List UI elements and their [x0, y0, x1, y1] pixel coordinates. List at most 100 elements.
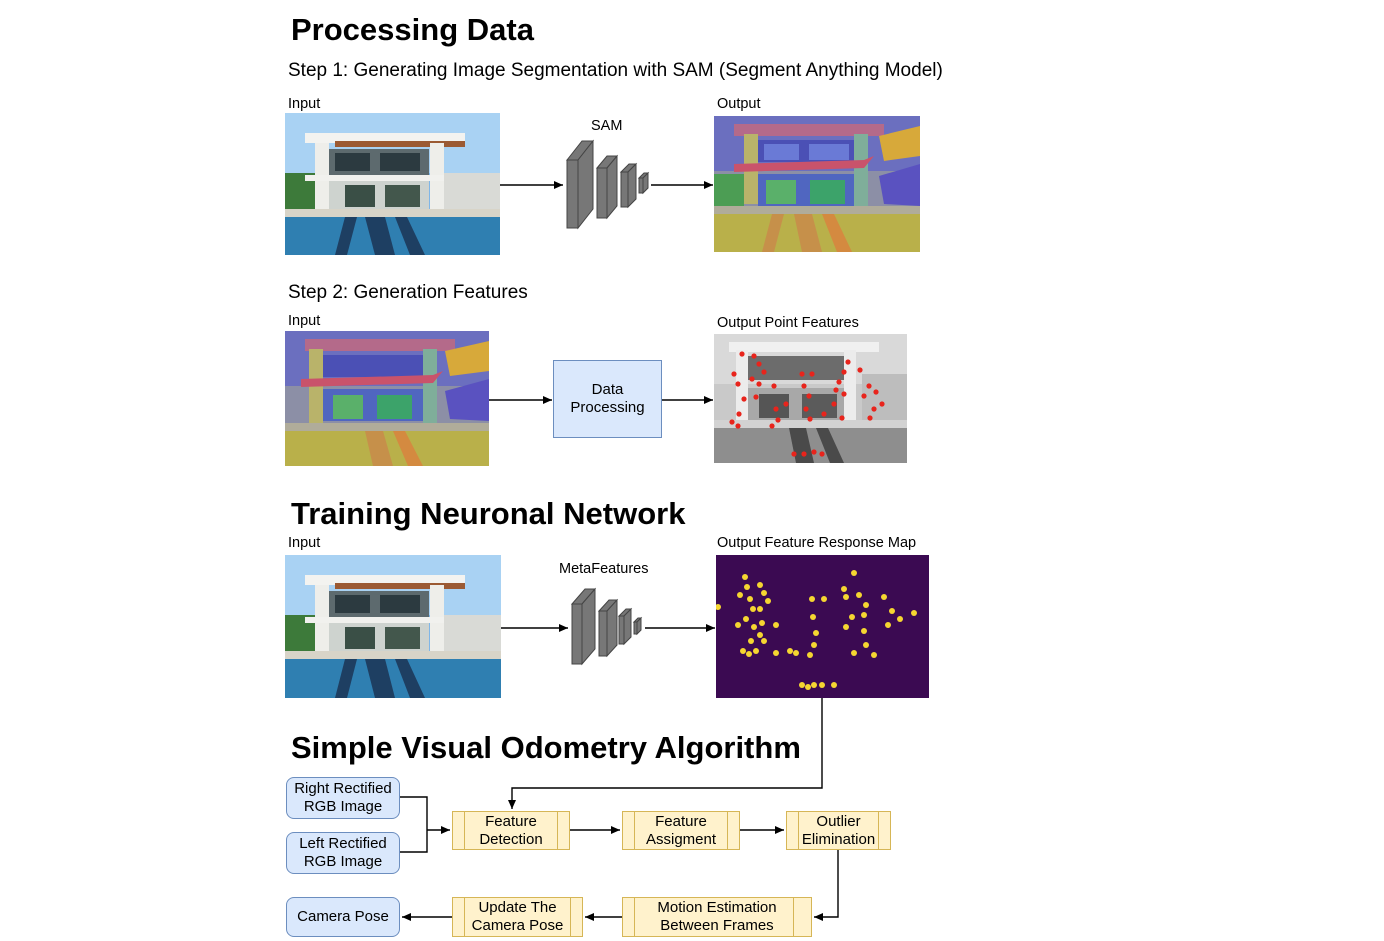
feature-point — [739, 351, 745, 357]
feature-point — [879, 401, 885, 407]
response-point — [735, 622, 741, 628]
response-point — [743, 616, 749, 622]
step2-title: Step 2: Generation Features — [288, 282, 528, 303]
feature-point — [775, 417, 781, 423]
feature-point — [833, 387, 839, 393]
response-point — [849, 614, 855, 620]
response-point — [863, 642, 869, 648]
feature-point — [736, 411, 742, 417]
motion-estimation-line1: Motion Estimation — [657, 899, 777, 916]
feature-point — [741, 396, 747, 402]
response-point — [841, 586, 847, 592]
response-point — [911, 610, 917, 616]
feature-point — [836, 379, 842, 385]
feature-point — [735, 423, 741, 429]
update-pose-line2: Camera Pose — [471, 917, 564, 934]
right-rectified-image-box: Right Rectified RGB Image — [286, 777, 400, 819]
feature-point — [801, 383, 807, 389]
feature-point — [861, 393, 867, 399]
response-point — [757, 582, 763, 588]
feature-assignment-line1: Feature — [655, 812, 707, 830]
response-point — [716, 604, 721, 610]
feature-response-map — [716, 555, 929, 698]
feature-point — [839, 415, 845, 421]
feature-point — [841, 369, 847, 375]
step2-input-label: Input — [288, 313, 321, 329]
step1-output-label: Output — [717, 96, 761, 112]
response-point — [819, 682, 825, 688]
response-point — [746, 651, 752, 657]
response-point — [753, 648, 759, 654]
response-point — [863, 602, 869, 608]
feature-point — [871, 406, 877, 412]
response-point — [851, 650, 857, 656]
response-point — [810, 614, 816, 620]
training-input-label: Input — [288, 535, 321, 551]
feature-point — [857, 367, 863, 373]
output-point-features-image — [714, 334, 907, 463]
response-point — [744, 584, 750, 590]
training-input-image — [285, 555, 501, 698]
step1-title: Step 1: Generating Image Segmentation wi… — [288, 60, 943, 81]
data-processing-box: Data Processing — [553, 360, 662, 438]
training-title: Training Neuronal Network — [291, 496, 686, 531]
feature-point — [821, 411, 827, 417]
response-point — [742, 574, 748, 580]
feature-detection-box: Feature Detection — [452, 811, 570, 850]
response-point — [813, 630, 819, 636]
camera-pose-label: Camera Pose — [297, 908, 389, 925]
response-point — [809, 596, 815, 602]
response-point — [737, 592, 743, 598]
feature-point — [749, 376, 755, 382]
response-point — [843, 594, 849, 600]
feature-detection-line1: Feature — [485, 812, 537, 830]
step1-input-image — [285, 113, 500, 255]
response-point — [851, 570, 857, 576]
feature-point — [751, 353, 757, 359]
feature-point — [756, 361, 762, 367]
feature-point — [831, 401, 837, 407]
feature-point — [761, 369, 767, 375]
training-output-label: Output Feature Response Map — [717, 535, 917, 551]
response-point — [861, 612, 867, 618]
motion-estimation-line2: Between Frames — [660, 917, 774, 934]
response-point — [773, 622, 779, 628]
feature-point — [735, 381, 741, 387]
response-point — [821, 596, 827, 602]
response-point — [761, 590, 767, 596]
response-point — [773, 650, 779, 656]
data-processing-label-line1: Data — [591, 381, 624, 398]
feature-point — [791, 451, 797, 457]
feature-point — [773, 406, 779, 412]
feature-point — [873, 389, 879, 395]
feature-point — [809, 371, 815, 377]
response-point — [793, 650, 799, 656]
feature-point — [756, 381, 762, 387]
feature-point — [845, 359, 851, 365]
feature-point — [799, 371, 805, 377]
feature-point — [801, 451, 807, 457]
step2-output-label: Output Point Features — [717, 315, 859, 331]
response-point — [765, 598, 771, 604]
update-pose-line1: Update The — [478, 899, 557, 916]
feature-point — [867, 415, 873, 421]
response-point — [897, 616, 903, 622]
response-point — [757, 606, 763, 612]
response-point — [861, 628, 867, 634]
step2-input-segmentation — [285, 331, 489, 466]
response-point — [747, 596, 753, 602]
response-point — [807, 652, 813, 658]
feature-point — [803, 406, 809, 412]
motion-estimation-box: Motion Estimation Between Frames — [622, 897, 812, 937]
feature-point — [729, 419, 735, 425]
metafeatures-network-icon — [570, 587, 643, 666]
step1-output-segmentation — [714, 116, 920, 252]
response-point — [811, 682, 817, 688]
response-point — [831, 682, 837, 688]
feature-point — [819, 451, 825, 457]
feature-point — [811, 449, 817, 455]
response-point — [750, 606, 756, 612]
response-point — [757, 632, 763, 638]
feature-point — [841, 391, 847, 397]
left-image-line2: RGB Image — [303, 853, 383, 870]
